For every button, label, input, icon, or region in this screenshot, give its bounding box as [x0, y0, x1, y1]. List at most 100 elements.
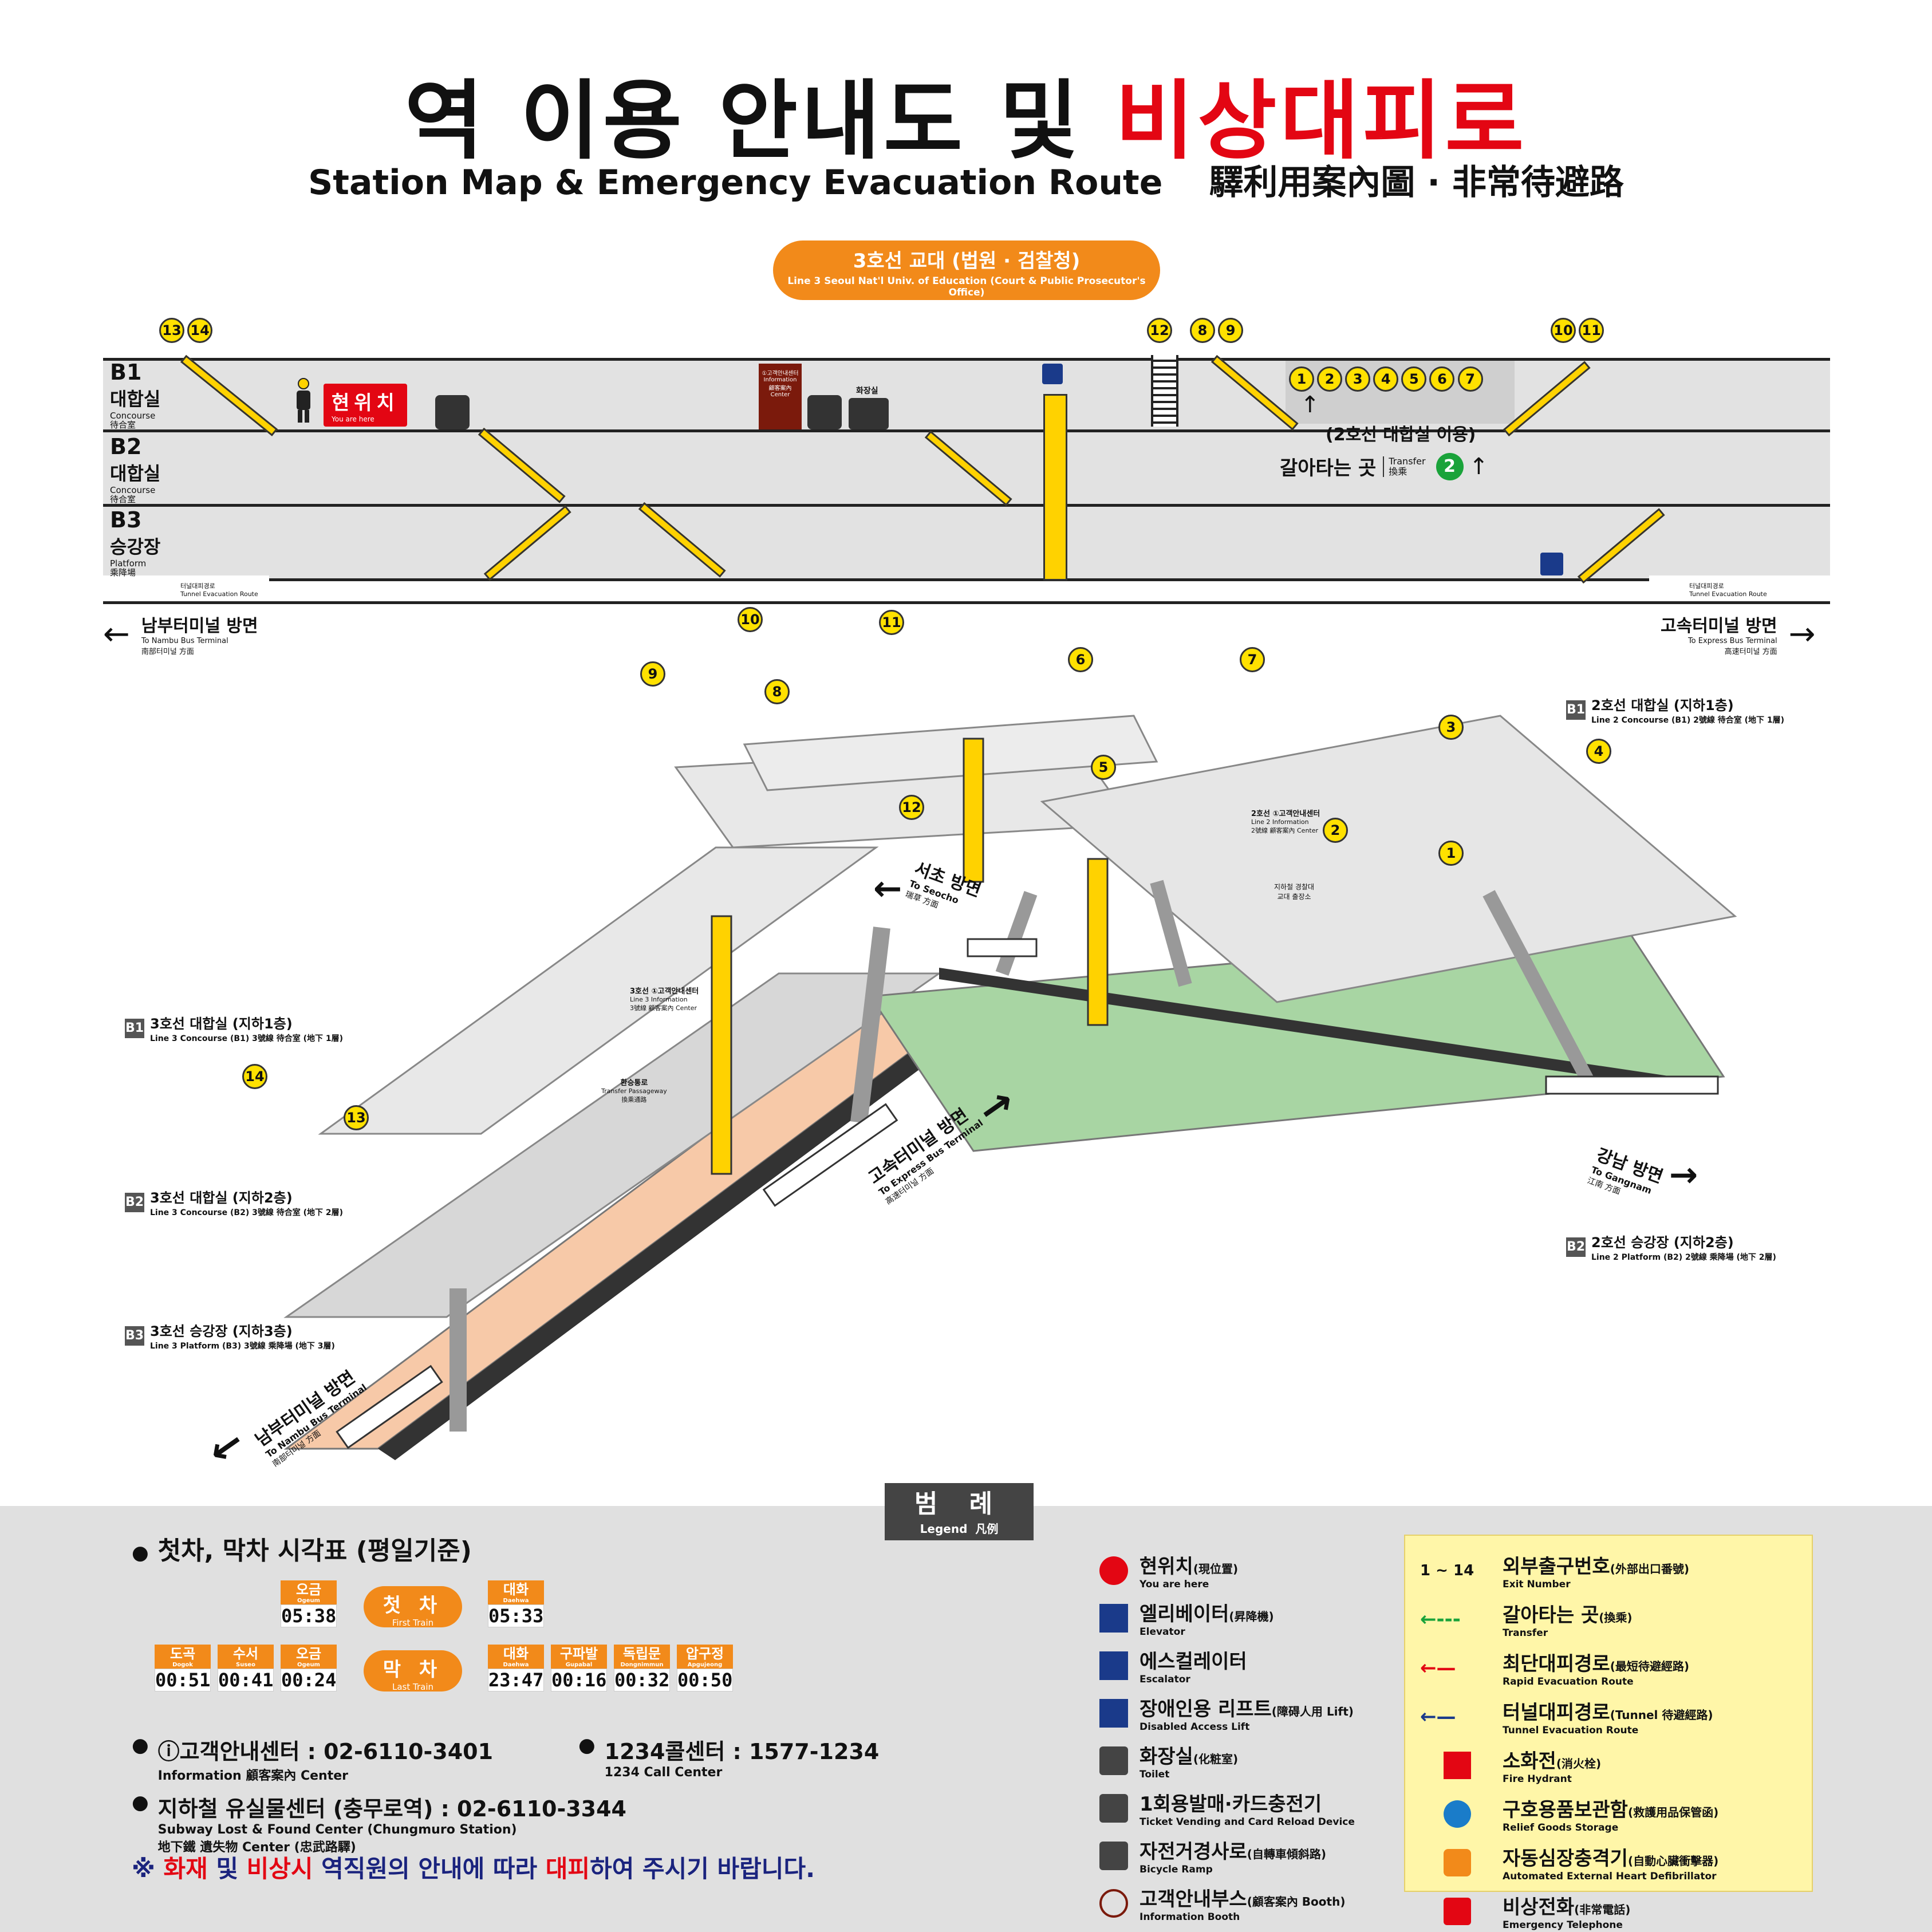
transfer-sub: Transfer 換乘 [1383, 456, 1426, 477]
diagram-exit-3: 3 [1438, 715, 1464, 740]
legend-list-left: 현위치(現位置)You are here 엘리베이터(昇降機)Elevator … [1099, 1551, 1355, 1923]
police-ko: 지하철 경찰대 [1274, 883, 1315, 891]
arrow-up-icon: ↑ [1300, 392, 1320, 418]
exit-badge: 7 [1240, 647, 1265, 672]
label-line2-b1: B1 2호선 대합실 (지하1층)Line 2 Concourse (B1) 2… [1566, 694, 1784, 726]
leg-kz: (Tunnel 待避經路) [1610, 1708, 1713, 1722]
toilet-label: 화장실 [856, 387, 878, 396]
exit-badge: 1 [1289, 366, 1314, 392]
tt-station: 도곡 [169, 1646, 196, 1662]
ticket-machine-icon [1099, 1793, 1128, 1823]
line2-train-a [967, 938, 1038, 957]
dir-zh: 南部터미널 方面 [141, 648, 194, 656]
line3-concourse-b1 [318, 846, 879, 1135]
bicycle-icon [1099, 1841, 1128, 1870]
leg-kz: (顧客案內 Booth) [1247, 1895, 1346, 1909]
tunnel-en: Tunnel Evacuation Route [180, 590, 258, 598]
leg-en: Emergency Telephone [1503, 1919, 1623, 1931]
diagram-exit-4: 4 [1586, 739, 1611, 764]
contact-ko: 1234콜센터 : 1577-1234 [604, 1739, 880, 1764]
tt-sub: Daehwa [503, 1662, 529, 1668]
title-english: Station Map & Emergency Evacuation Route… [0, 155, 1932, 204]
label-line3-b3: B3 3호선 승강장 (지하3층)Line 3 Platform (B3) 3號… [125, 1320, 335, 1351]
ticket-machine-icon [435, 395, 470, 429]
exit-badge: 14 [242, 1064, 267, 1089]
level-code: B2 [110, 434, 142, 459]
line2-exits-box: 1 2 3 4 5 6 7 ↑ (2호선 대합실 이용) [1286, 361, 1515, 445]
leg-kz: (現位置) [1193, 1562, 1239, 1576]
leg-kz: (自動心臟衝擊器) [1627, 1854, 1719, 1868]
exit-badge: 13 [159, 318, 184, 343]
evacuation-notice: ※ 화재 및 비상시 역직원의 안내에 따라 대피하여 주시기 바랍니다. [132, 1850, 815, 1884]
info-center-block: ①고객안내센터 Information 顧客案內 Center [759, 364, 802, 429]
exit-badge: 1 [1438, 841, 1464, 866]
contact-en: 1234 Call Center [604, 1765, 723, 1780]
tt-station: 구파발 [559, 1646, 598, 1662]
floor-en: Line 2 Platform (B2) 2號線 乘降場 (地下 2層) [1591, 1253, 1776, 1262]
exit-badge: 6 [1068, 647, 1093, 672]
bullet-icon: ● [578, 1734, 596, 1757]
police-zh: 교대 출장소 [1277, 893, 1311, 901]
leg-kz: (化粧室) [1193, 1752, 1239, 1766]
line2-train-b [1545, 1075, 1719, 1095]
legend-item: 소화전(消火栓)Fire Hydrant [1420, 1745, 1718, 1785]
tt-sub: Ogeum [297, 1662, 320, 1668]
title-en-text: Station Map & Emergency Evacuation Route [308, 163, 1163, 203]
transfer-passage-label: 환승통로 Transfer Passageway 換乘通路 [601, 1077, 667, 1104]
wheelchair-lift-icon [1099, 1698, 1128, 1728]
bullet-icon: ● [132, 1791, 149, 1814]
legend-item: 화장실(化粧室)Toilet [1099, 1741, 1355, 1780]
legend-item: 자전거경사로(自轉車傾斜路)Bicycle Ramp [1099, 1836, 1355, 1875]
level-zh: 待合室 [110, 494, 136, 504]
station-zh: 3號線 敎大 (法院 · 檢察廳) [914, 301, 1019, 311]
legend-item: ←—터널대피경로(Tunnel 待避經路)Tunnel Evacuation R… [1420, 1697, 1718, 1736]
floor-en: Line 3 Platform (B3) 3號線 乘降場 (地下 3層) [150, 1342, 335, 1351]
leg-kz: (障碍人用 Lift) [1271, 1705, 1354, 1718]
tp-en: Transfer Passageway [601, 1087, 667, 1095]
legend-item: 구호용품보관함(救護用品保管函)Relief Goods Storage [1420, 1794, 1718, 1834]
l2-en: Line 2 Information [1251, 818, 1309, 826]
escalator-b2-b3 [850, 926, 890, 1123]
line3-train-a [336, 1365, 443, 1449]
fire-hydrant-icon [1444, 1751, 1471, 1779]
level-ko: 승강장 [110, 536, 161, 558]
exit-badge: 12 [1147, 318, 1172, 343]
leg-ko: 자동심장충격기 [1503, 1847, 1628, 1870]
elevator-shaft-3 [1087, 858, 1109, 1026]
leg-kz: (最短待避經路) [1610, 1659, 1689, 1673]
label-line3-b2: B2 3호선 대합실 (지하2층)Line 3 Concourse (B2) 3… [125, 1186, 343, 1218]
tt-time: 05:33 [488, 1604, 544, 1627]
elevator-icon [1042, 364, 1063, 384]
level-b2: B2 대합실 Concourse 待合室 [110, 434, 160, 504]
exit-group-left: 13 14 [159, 318, 213, 343]
police-label: 지하철 경찰대 교대 출장소 [1274, 882, 1314, 901]
exit-badge: 7 [1457, 366, 1483, 392]
escalator-icon [1540, 553, 1563, 575]
leg-kz: (外部出口番號) [1610, 1562, 1689, 1576]
leg-en: You are here [1140, 1579, 1209, 1590]
level-en: Platform [110, 558, 147, 569]
level-strip-b2 [103, 429, 1830, 507]
exit-badge: 6 [1429, 366, 1455, 392]
legend-item: 비상전화(非常電話)Emergency Telephone [1420, 1891, 1718, 1931]
transfer-ko: 갈아타는 곳 [1280, 457, 1377, 480]
tt-time: 00:32 [614, 1669, 670, 1692]
line2-circle-icon: 2 [1436, 452, 1464, 480]
title-red: 비상대피로 [1115, 72, 1528, 171]
line2-use-label: (2호선 대합실 이용) [1326, 425, 1476, 445]
exit-badge: 5 [1401, 366, 1427, 392]
leg-en: Automated External Heart Defibrillator [1503, 1871, 1717, 1882]
leg-kz: (救護用品保管函) [1627, 1805, 1719, 1819]
leg-kz: (消火栓) [1556, 1757, 1602, 1771]
person-icon [292, 378, 315, 424]
tunnel-ko: 터널대피경로 [1689, 582, 1724, 590]
transfer-label: 갈아타는 곳 Transfer 換乘 2 ↑ [1280, 452, 1488, 480]
level-ko: 대합실 [110, 463, 161, 484]
leg-en: Transfer [1503, 1627, 1548, 1639]
current-location-icon [1099, 1556, 1128, 1585]
first-train-pill: 첫 차 First Train [364, 1586, 462, 1628]
